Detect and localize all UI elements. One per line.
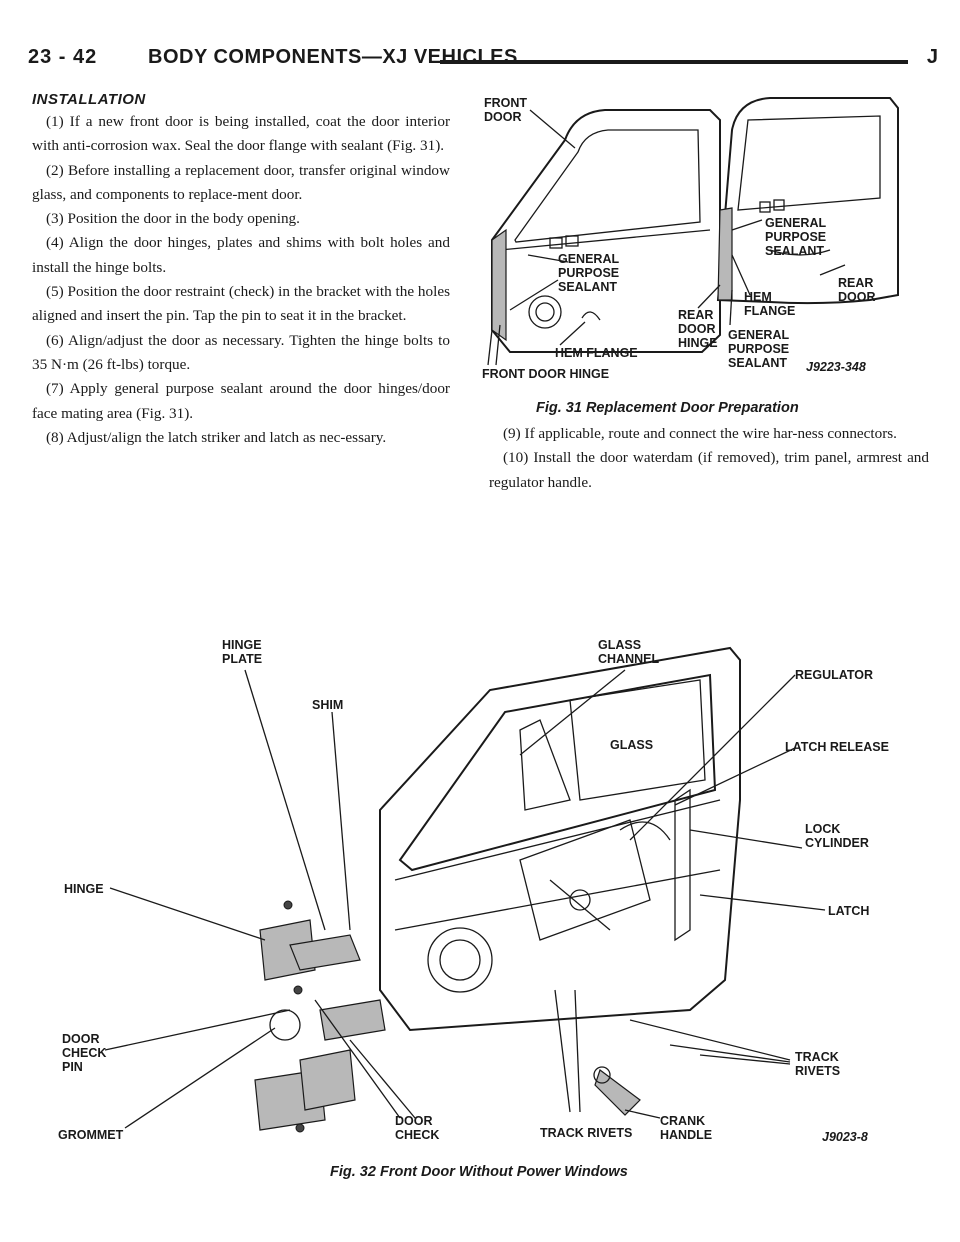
- fig32-label-grommet: GROMMET: [58, 1128, 124, 1142]
- fig32-label-hinge: HINGE: [64, 882, 104, 896]
- fig31-label-gps-bottom: GENERAL PURPOSE SEALANT: [728, 328, 790, 370]
- step-8: (8) Adjust/align the latch striker and l…: [46, 428, 387, 446]
- fig31-label-front-door: FRONT DOOR: [484, 96, 528, 124]
- step-9: (9) If applicable, route and connect the…: [503, 425, 897, 442]
- step-10: (10) Install the door waterdam (if remov…: [489, 449, 929, 491]
- fig31-label-front-door-hinge: FRONT DOOR HINGE: [482, 367, 610, 381]
- fig32-label-regulator: REGULATOR: [795, 668, 874, 682]
- figure-32: HINGE PLATE SHIM GLASS CHANNEL GLASS REG…: [50, 630, 910, 1160]
- fig31-code: J9223-348: [806, 360, 866, 374]
- fig32-label-glass-channel: GLASS CHANNEL: [598, 638, 660, 666]
- fig32-label-latch-release: LATCH RELEASE: [785, 740, 889, 754]
- header-rule: [440, 60, 908, 64]
- step-6: (6) Align/adjust the door as necessary. …: [32, 331, 450, 373]
- step-3: (3) Position the door in the body openin…: [46, 210, 300, 228]
- fig32-label-track-rivets-right: TRACK RIVETS: [795, 1050, 841, 1078]
- fig31-label-hem-flange-right: HEM FLANGE: [744, 290, 796, 318]
- step-7: (7) Apply general purpose sealant around…: [32, 380, 450, 422]
- step-4: (4) Align the door hinges, plates and sh…: [32, 234, 450, 276]
- fig31-caption: Fig. 31 Replacement Door Preparation: [536, 400, 799, 416]
- fig32-label-shim: SHIM: [312, 698, 344, 712]
- fig31-label-gps-right: GENERAL PURPOSE SEALANT: [765, 216, 827, 258]
- figure-31: FRONT DOOR GENERAL PURPOSE SEALANT HEM F…: [470, 90, 940, 386]
- vehicle-mark: J: [926, 46, 938, 68]
- step-1: (1) If a new front door is being install…: [32, 113, 450, 155]
- page-title: BODY COMPONENTS—XJ VEHICLES: [148, 46, 518, 68]
- right-column: (9) If applicable, route and connect the…: [489, 422, 929, 495]
- left-column: INSTALLATION (1) If a new front door is …: [32, 91, 450, 450]
- step-2: (2) Before installing a replacement door…: [32, 161, 450, 203]
- fig31-label-rear-door-hinge: REAR DOOR HINGE: [678, 308, 718, 350]
- section-heading: INSTALLATION: [32, 91, 146, 108]
- fig31-label-hem-flange-left: HEM FLANGE: [555, 346, 638, 360]
- fig32-label-glass: GLASS: [610, 738, 654, 752]
- fig32-label-crank-handle: CRANK HANDLE: [660, 1114, 713, 1142]
- fig32-label-latch: LATCH: [828, 904, 870, 918]
- fig32-label-door-check-pin: DOOR CHECK PIN: [62, 1032, 107, 1074]
- step-5: (5) Position the door restraint (check) …: [32, 283, 450, 325]
- fig32-caption: Fig. 32 Front Door Without Power Windows: [330, 1164, 628, 1180]
- fig32-code: J9023-8: [822, 1130, 868, 1144]
- figure-31-drawing: [487, 97, 899, 366]
- fig32-label-track-rivets-bottom: TRACK RIVETS: [540, 1126, 633, 1140]
- page-number: 23 - 42: [28, 46, 98, 68]
- figure-32-drawing: [104, 646, 826, 1133]
- fig31-label-gps-left: GENERAL PURPOSE SEALANT: [558, 252, 620, 294]
- fig32-label-lock-cylinder: LOCK CYLINDER: [805, 822, 869, 850]
- fig32-label-hinge-plate: HINGE PLATE: [222, 638, 263, 666]
- fig32-label-door-check: DOOR CHECK: [395, 1114, 440, 1142]
- fig31-label-rear-door: REAR DOOR: [838, 276, 876, 304]
- page-header: 23 - 42 BODY COMPONENTS—XJ VEHICLES J: [28, 42, 938, 78]
